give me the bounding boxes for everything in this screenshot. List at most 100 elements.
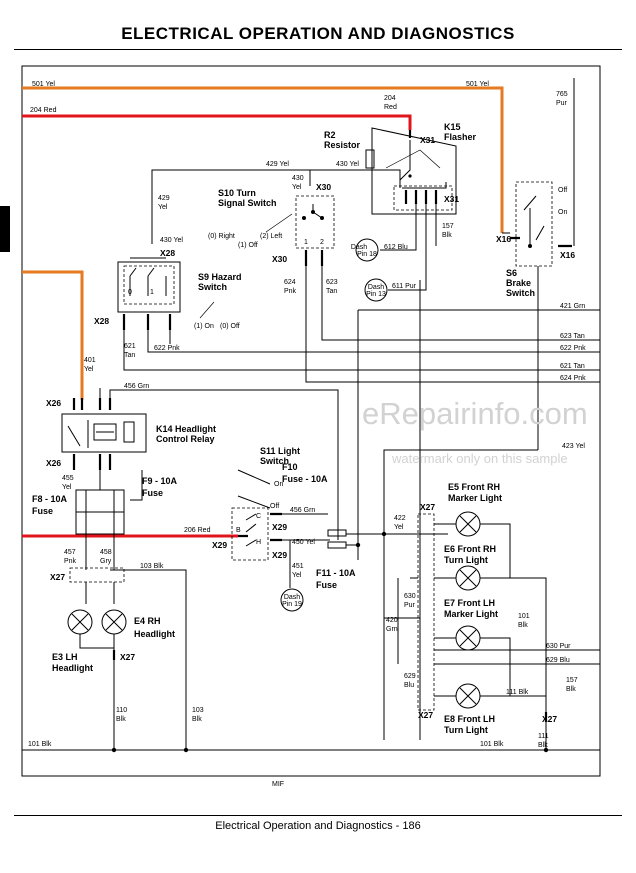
f9-label: F9 - 10A	[142, 476, 178, 486]
e3-lh-headlight	[67, 609, 93, 635]
e6-label: E6 Front RH	[444, 544, 496, 554]
label-455b: Yel	[62, 484, 72, 491]
x28-top: X28	[160, 248, 175, 258]
s6-on: On	[558, 209, 567, 216]
x29-top: X29	[272, 522, 287, 532]
s10-left: (2) Left	[260, 233, 282, 240]
e7-label2: Marker Light	[444, 609, 498, 619]
e4-label: E4 RH	[134, 616, 161, 626]
label-111: 111	[538, 733, 549, 740]
label-629r: 629 Blu	[546, 657, 570, 664]
dash-pin-19	[280, 588, 304, 612]
label-110: 110	[116, 707, 127, 714]
s9-pin1: 1	[150, 289, 154, 296]
label-423: 423 Yel	[562, 443, 585, 450]
label-157r: 157	[566, 677, 578, 684]
label-422b: Yel	[394, 524, 404, 531]
dash18-a: Dash	[351, 244, 367, 251]
label-103c: Blk	[192, 716, 202, 723]
s10-label2: Signal Switch	[218, 198, 277, 208]
label-101c: 101 Blk	[28, 741, 52, 748]
label-455: 455	[62, 475, 74, 482]
s6-label2: Brake	[506, 278, 531, 288]
label-622r: 622 Pnk	[560, 345, 586, 352]
e4-label2: Headlight	[134, 629, 175, 639]
label-157b: Blk	[442, 232, 452, 239]
x30-top: X30	[316, 182, 331, 192]
x27-e8: X27	[418, 710, 433, 720]
watermark: eRepairinfo.com	[362, 396, 588, 431]
label-157rb: Blk	[566, 686, 576, 693]
s6-label3: Switch	[506, 288, 535, 298]
dash13-a: Dash	[368, 284, 384, 291]
dash19-b: Pin 19	[282, 601, 302, 608]
s10-right: (0) Right	[208, 233, 235, 240]
dash18-b: Pin 18	[357, 251, 377, 258]
wire-204-red	[22, 114, 412, 130]
label-421: 421 Grn	[560, 303, 585, 310]
s9-label2: Switch	[198, 282, 227, 292]
x27-headlight: X27	[50, 572, 65, 582]
label-401: 401	[84, 357, 96, 364]
label-420b: Grn	[386, 626, 398, 633]
x27-ground: X27	[542, 714, 557, 724]
label-430b: Yel	[292, 184, 302, 191]
footer-rule	[14, 815, 622, 816]
fuse-block	[75, 489, 125, 535]
x16-left: X16	[496, 234, 511, 244]
label-457b: Pnk	[64, 558, 77, 565]
label-624: 624	[284, 279, 296, 286]
k14-headlight-relay	[61, 398, 147, 470]
wire-401-orange	[22, 270, 84, 400]
s10-off: (1) Off	[238, 242, 258, 249]
label-765: 765	[556, 91, 568, 98]
s9-pin0: 0	[128, 289, 132, 296]
x16-right: X16	[560, 250, 575, 260]
page-footer: Electrical Operation and Diagnostics - 1…	[215, 820, 421, 832]
k15-label: K15	[444, 122, 461, 132]
label-157: 157	[442, 223, 454, 230]
label-623b: Tan	[326, 288, 337, 295]
label-623: 623	[326, 279, 338, 286]
e8-label2: Turn Light	[444, 725, 488, 735]
s9-label: S9 Hazard	[198, 272, 242, 282]
label-451b: Yel	[292, 572, 302, 579]
label-451: 451	[292, 563, 304, 570]
f9-label2: Fuse	[142, 488, 163, 498]
f11-label2: Fuse	[316, 580, 337, 590]
label-103b: 103	[192, 707, 204, 714]
label-111a: 111 Blk	[506, 689, 529, 696]
s10-turn-signal-switch	[265, 195, 335, 266]
label-101d: 101 Blk	[480, 741, 504, 748]
label-420: 420	[386, 617, 398, 624]
label-101b: Blk	[518, 622, 528, 629]
label-110b: Blk	[116, 716, 126, 723]
label-621b: Tan	[124, 352, 135, 359]
label-765b: Pur	[556, 100, 568, 107]
s10-label: S10 Turn	[218, 188, 256, 198]
label-401b: Yel	[84, 366, 94, 373]
s10-pin2: 2	[320, 239, 324, 246]
label-430-yel: 430 Yel	[160, 237, 183, 244]
label-622: 622 Pnk	[154, 345, 180, 352]
r2-label: R2	[324, 130, 336, 140]
s6-brake-switch	[510, 181, 572, 267]
k14-label: K14 Headlight	[156, 424, 216, 434]
dash19-a: Dash	[284, 594, 300, 601]
label-422: 422	[394, 515, 406, 522]
s11-pin-c: C	[256, 513, 261, 520]
s11-on: On	[274, 481, 283, 488]
label-103a: 103 Blk	[140, 563, 164, 570]
e6-front-rh-turn	[455, 565, 481, 591]
label-204r: 204	[384, 95, 396, 102]
k15-flasher	[365, 127, 457, 215]
fuse-f10-f11	[327, 529, 347, 549]
s11-label: S11 Light	[260, 446, 300, 456]
dash-pin-18	[355, 238, 379, 262]
e4-rh-headlight	[101, 609, 127, 635]
s9-on: (1) On	[194, 323, 214, 330]
label-457: 457	[64, 549, 76, 556]
e7-label: E7 Front LH	[444, 598, 495, 608]
x31-bottom: X31	[444, 194, 459, 204]
page-title: ELECTRICAL OPERATION AND DIAGNOSTICS	[121, 24, 515, 43]
